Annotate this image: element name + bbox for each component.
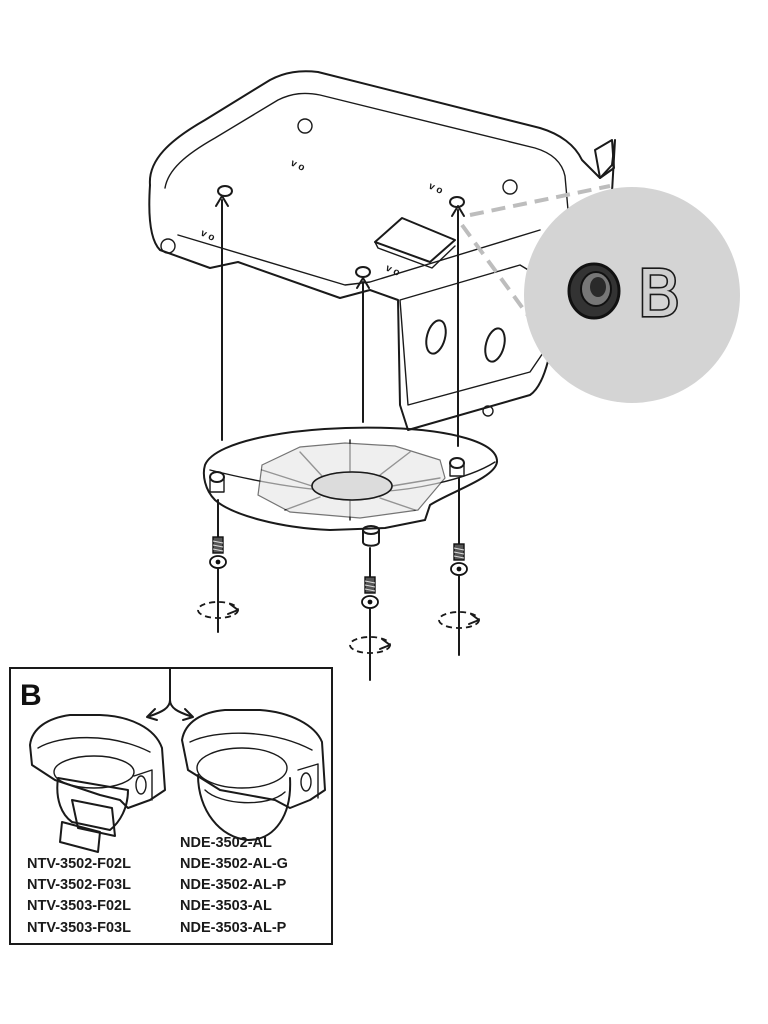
svg-text:v o: v o <box>427 181 445 197</box>
callout-circle: B <box>524 187 740 403</box>
plate-boss-left <box>209 471 225 493</box>
panel-letter: B <box>20 679 42 712</box>
plate-boss-right <box>449 457 465 477</box>
svg-text:v o: v o <box>289 158 307 174</box>
screw-icon <box>361 547 379 681</box>
left-model-list: NTV-3502-F02L NTV-3502-F03L NTV-3503-F02… <box>27 856 131 936</box>
model-label: NTV-3503-F02L <box>27 898 131 914</box>
rotation-arrow-icon <box>438 611 480 629</box>
right-model-list: NDE-3502-AL NDE-3502-AL-G NDE-3502-AL-P … <box>180 835 288 936</box>
model-label: NDE-3502-AL <box>180 835 272 851</box>
grommet-icon <box>567 262 621 320</box>
bullet-camera-icon <box>29 714 166 853</box>
rotation-arrow-icon <box>197 601 239 619</box>
model-label: NTV-3503-F03L <box>27 920 131 936</box>
screw-icon <box>209 499 227 633</box>
model-label: NDE-3503-AL <box>180 898 272 914</box>
model-label: NDE-3502-AL-P <box>180 877 287 893</box>
dome-camera-icon <box>181 709 326 841</box>
plate-boss-front <box>362 525 380 547</box>
camera-compatibility-panel: B <box>9 667 333 945</box>
mounting-plate <box>202 426 499 547</box>
bidirectional-arrow-icon <box>146 667 194 721</box>
callout-connector <box>460 184 611 327</box>
model-label: NDE-3503-AL-P <box>180 920 287 936</box>
model-label: NTV-3502-F02L <box>27 856 131 872</box>
screw-icon <box>450 477 468 656</box>
rotation-arrow-icon <box>349 636 391 654</box>
callout-letter: B <box>637 258 681 332</box>
model-label: NTV-3502-F03L <box>27 877 131 893</box>
model-label: NDE-3502-AL-G <box>180 856 288 872</box>
alignment-arrows <box>215 195 465 447</box>
